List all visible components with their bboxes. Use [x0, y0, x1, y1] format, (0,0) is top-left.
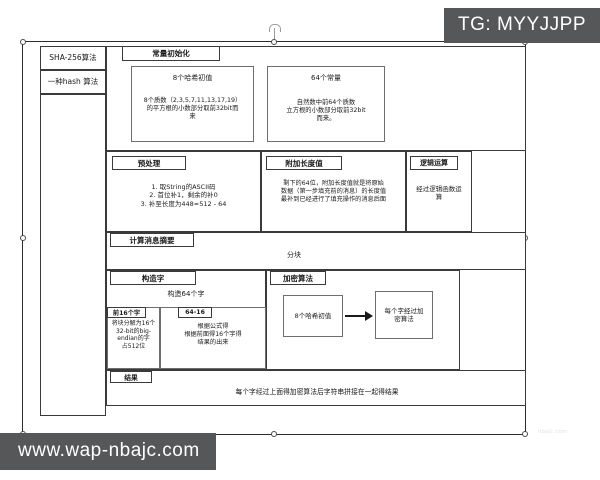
result-section[interactable] [106, 370, 526, 406]
algorithm-title-label: SHA-256算法 [49, 53, 97, 63]
encrypt-target-label: 每个字经过加 密算法 [384, 306, 424, 323]
telegram-watermark: TG: MYYJJPP [444, 8, 600, 43]
words-16-to-64-body: 根据公式得 根据前面得16个字得 结果的出来 [184, 323, 242, 346]
constants-title: 64个常量 [311, 73, 341, 82]
digest-header: 计算消息摘要 [110, 233, 194, 247]
constants-body: 自然数中前64个质数 立方根的小数部分取前32bit 而来。 [286, 99, 366, 123]
first-16-words-header: 前16个字 [107, 307, 146, 318]
rotate-handle-stem [274, 28, 275, 40]
resize-handle-middle-left[interactable] [20, 235, 26, 241]
hash-init-values-box[interactable] [131, 66, 254, 142]
preprocess-header: 预处理 [112, 156, 186, 170]
append-length-body: 剩下的64位，附加长度值就是将原始 数据（第一步填充前的消息）的长度值 最补到已… [280, 180, 387, 203]
logic-op-header: 逻辑运算 [410, 156, 458, 170]
resize-handle-top-left[interactable] [20, 39, 26, 45]
append-length-header: 附加长度值 [266, 156, 342, 170]
left-empty-column[interactable] [40, 94, 106, 416]
encrypt-arrow-line [345, 315, 367, 317]
first-16-words-body: 将块分解为16个 32-bit的big- endian的字 占512位 [111, 320, 156, 351]
resize-handle-top-center[interactable] [271, 39, 277, 45]
result-body: 每个字经过上面得加密算法后字符串拼接在一起得结果 [235, 387, 399, 396]
hash-init-values-title: 8个哈希初值 [172, 73, 213, 82]
build-words-header: 构造字 [110, 271, 196, 285]
encrypt-target-box[interactable] [375, 291, 433, 339]
resize-handle-bottom-right[interactable] [522, 431, 528, 437]
encrypt-source-label: 8个哈希初值 [294, 311, 332, 320]
digest-body: 分块 [287, 250, 301, 259]
const-init-header: 常量初始化 [122, 46, 220, 61]
result-header: 结果 [110, 371, 152, 383]
algorithm-subtitle-label: 一种hash 算法 [47, 77, 99, 87]
site-watermark: www.wap-nbajc.com [0, 433, 216, 470]
resize-handle-bottom-center[interactable] [271, 431, 277, 437]
hash-init-values-body: 8个质数（2,3,5,7,11,13,17,19） 的平方根的小数部分取前32b… [143, 97, 242, 121]
corner-faint-watermark: nbajc.com [538, 429, 568, 435]
logic-op-body: 经过逻辑函数运 算 [416, 185, 462, 202]
words-16-to-64-box[interactable] [160, 307, 266, 369]
encrypt-header: 加密算法 [270, 271, 326, 285]
rotate-handle-arc [269, 24, 281, 32]
constants-box[interactable] [267, 66, 385, 142]
encrypt-source-box[interactable] [283, 295, 343, 337]
preprocess-body: 1. 取String的ASCII码 2. 首位补1，剩余的补0 3. 补至长度为… [140, 183, 227, 208]
build-words-body: 构造64个字 [167, 289, 205, 298]
words-16-to-64-header: 64-16 [178, 307, 212, 318]
encrypt-arrow-head [365, 311, 373, 321]
algorithm-subtitle-cell[interactable] [40, 70, 106, 94]
algorithm-title-cell[interactable] [40, 46, 106, 70]
